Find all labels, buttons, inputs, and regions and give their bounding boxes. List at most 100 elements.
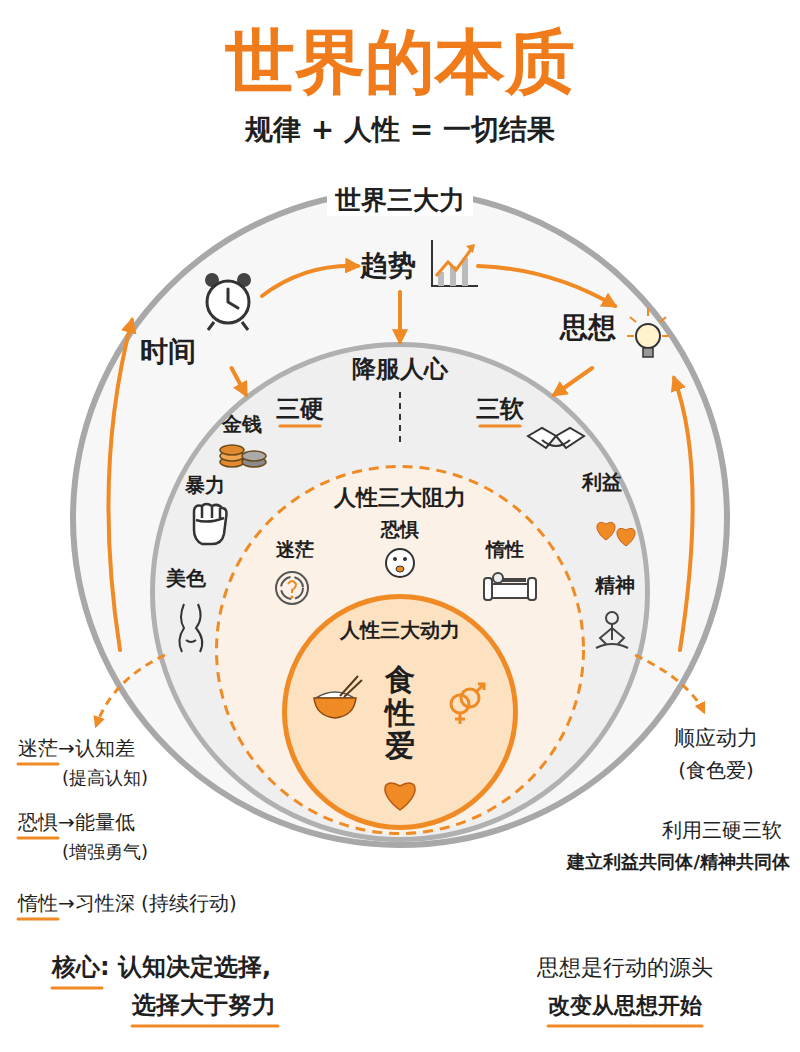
note-label: 迷茫→认知差 bbox=[18, 737, 135, 760]
node-heading: 思想 bbox=[560, 312, 616, 344]
fist-icon bbox=[196, 506, 224, 522]
fist-icon bbox=[194, 504, 227, 544]
dashed-callout-arrows bbox=[96, 655, 704, 726]
outer-force-circle: 世界三大力时间趋势思想降服人心三硬三软金钱暴力美色利益精神人性三大阻力恐惧迷茫惰… bbox=[70, 188, 730, 848]
rice-bowl-icon bbox=[314, 698, 356, 718]
gender-symbol-icon bbox=[455, 713, 465, 724]
sofa-icon bbox=[502, 578, 526, 582]
node-text: 美色 bbox=[166, 567, 206, 590]
underlines bbox=[280, 425, 320, 428]
side-arc-arrows bbox=[108, 320, 132, 650]
flow-arrow bbox=[232, 368, 247, 395]
hearts-icon bbox=[597, 522, 615, 540]
dashed-callout-arrows bbox=[635, 655, 704, 712]
handshake-icon bbox=[528, 428, 584, 448]
love-heart-icon bbox=[385, 783, 415, 810]
rice-bowl-icon bbox=[314, 676, 362, 718]
note-label: 改变从思想开始 bbox=[548, 993, 702, 1018]
note-label: 核心: 认知决定选择, bbox=[52, 954, 271, 982]
fear-face-icon bbox=[393, 557, 397, 561]
node-text: 迷茫 bbox=[276, 539, 314, 561]
note-label: 规律 + 人性 = 一切结果 bbox=[245, 114, 555, 146]
side-arc-arrows bbox=[674, 378, 693, 650]
note-label: 选择大于努力 bbox=[132, 992, 276, 1020]
figure-icon bbox=[179, 604, 202, 652]
resistance-circle-outline bbox=[217, 467, 584, 834]
node-text: 食性爱 bbox=[385, 663, 415, 762]
note-label: 思想是行动的源头 bbox=[537, 955, 713, 980]
underlines bbox=[548, 1025, 702, 1028]
dashed-callout-arrows bbox=[96, 655, 165, 726]
note-label: (增强勇气) bbox=[62, 842, 148, 863]
node-text: 暴力 bbox=[185, 474, 225, 497]
love-heart-icon bbox=[385, 783, 415, 810]
gender-symbol-icon bbox=[451, 684, 484, 724]
trend-chart-icon bbox=[436, 248, 472, 276]
underlines bbox=[18, 837, 58, 840]
maze-icon bbox=[288, 581, 296, 593]
note-label: 顺应动力 bbox=[674, 726, 758, 750]
resistance-circle: 人性三大阻力恐惧迷茫惰性人性三大动力食性爱 bbox=[215, 465, 585, 835]
note-label: (提高认知) bbox=[62, 768, 148, 789]
node-text: 恐惧 bbox=[381, 519, 419, 541]
clock-icon bbox=[207, 281, 249, 323]
underlines bbox=[132, 1025, 278, 1028]
outer-force-circle-outline bbox=[73, 191, 727, 845]
flow-arrow bbox=[398, 292, 402, 342]
meditation-icon bbox=[596, 612, 628, 648]
node-heading: 趋势 bbox=[360, 250, 416, 282]
coins-icon bbox=[220, 445, 244, 455]
flow-arrow bbox=[478, 266, 615, 306]
underlines bbox=[18, 918, 58, 921]
fear-face-icon bbox=[403, 557, 407, 561]
node-text: 金钱 bbox=[222, 413, 262, 436]
lightbulb-icon bbox=[643, 348, 653, 357]
note-label: 利用三硬三软 bbox=[662, 819, 782, 842]
note-label: 惰性→习性深 (持续行动) bbox=[18, 892, 237, 915]
fist-icon bbox=[194, 504, 227, 544]
maze-icon bbox=[276, 572, 308, 604]
divider-dash bbox=[399, 392, 401, 445]
trend-chart-icon bbox=[466, 244, 475, 253]
node-text: 惰性 bbox=[486, 539, 524, 561]
sofa-icon bbox=[493, 573, 503, 583]
node-text: 精神 bbox=[595, 574, 635, 597]
maze-icon bbox=[291, 596, 294, 599]
underlines bbox=[480, 425, 520, 428]
sofa-icon bbox=[484, 578, 492, 600]
note-label: 恐惧→能量低 bbox=[18, 811, 135, 834]
clock-icon bbox=[228, 289, 238, 308]
note-label: (食色爱) bbox=[678, 759, 754, 782]
fear-face-icon bbox=[386, 549, 414, 577]
divider-dash bbox=[399, 392, 401, 445]
lightbulb-icon bbox=[636, 324, 660, 348]
diagram-title: 世界的本质 bbox=[225, 22, 575, 103]
underlines bbox=[52, 987, 102, 990]
meditation-icon bbox=[596, 624, 628, 648]
trend-chart-icon bbox=[432, 240, 478, 286]
node-text: 利益 bbox=[582, 471, 622, 494]
node-text: 三硬 bbox=[276, 396, 324, 424]
node-heading: 人性三大动力 bbox=[340, 619, 460, 642]
underlines bbox=[18, 426, 702, 1026]
hearts-icon bbox=[617, 528, 635, 546]
rice-bowl-icon bbox=[340, 676, 362, 697]
drive-circle-outline bbox=[285, 597, 516, 828]
underlines bbox=[18, 763, 58, 766]
node-heading: 世界三大力 bbox=[327, 186, 473, 216]
conquer-circle-outline bbox=[153, 345, 648, 840]
figure-icon bbox=[179, 604, 202, 652]
lightbulb-icon bbox=[627, 308, 669, 357]
node-heading: 降服人心 bbox=[352, 356, 448, 384]
node-text: 三软 bbox=[476, 396, 524, 424]
flow-arrow bbox=[554, 368, 592, 395]
sofa-icon bbox=[484, 573, 536, 600]
maze-icon bbox=[276, 572, 308, 604]
side-arc-arrows bbox=[108, 320, 692, 650]
coins-icon bbox=[220, 445, 266, 467]
meditation-icon bbox=[606, 612, 618, 624]
trend-chart-icon bbox=[432, 240, 478, 286]
coins-icon bbox=[242, 451, 266, 461]
fear-face-icon bbox=[386, 549, 414, 577]
